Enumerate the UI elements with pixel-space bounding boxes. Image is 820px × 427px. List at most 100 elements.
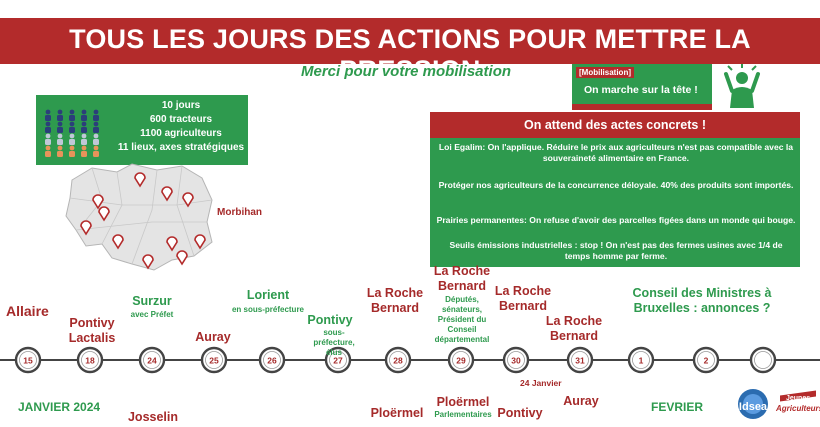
- person-body: [93, 139, 99, 145]
- idsea-logo-text: Idsea: [739, 401, 768, 413]
- mobilisation-tag: [Mobilisation]: [576, 67, 634, 78]
- logo-agriculteurs: Agriculteurs: [776, 404, 820, 413]
- event-josselin: Josselin: [127, 410, 179, 424]
- timeline-day-label: 28: [393, 356, 403, 366]
- timeline-day-label: 1: [639, 356, 644, 366]
- person-body: [69, 127, 75, 133]
- person-body: [57, 127, 63, 133]
- demand-concurrence: Protéger nos agriculteurs de la concurre…: [438, 180, 794, 190]
- person-body: [45, 151, 51, 157]
- map-pin-icon: [182, 192, 194, 208]
- person-body: [69, 139, 75, 145]
- timeline-day-label: 15: [23, 356, 33, 366]
- stat-farmers: 1100 agriculteurs: [140, 128, 222, 139]
- event-surzur-note: avec Préfet: [130, 310, 174, 319]
- event-la-roche-bernard-31: La Roche Bernard: [545, 314, 603, 343]
- demands-title: On attend des actes concrets !: [523, 118, 706, 132]
- stat-places: 11 lieux, axes stratégiques: [117, 142, 245, 153]
- timeline-day-inner: [697, 351, 715, 369]
- timeline-day-inner: [81, 351, 99, 369]
- map-pin-icon: [112, 234, 124, 250]
- person-head: [81, 109, 87, 115]
- people-icon: [45, 109, 99, 157]
- logo-jeunes: Jeunes: [786, 395, 811, 402]
- event-lorient-note: en sous-préfecture: [231, 305, 305, 314]
- person-head: [45, 109, 51, 115]
- person-body: [81, 151, 87, 157]
- timeline-day-label: 2: [704, 356, 709, 366]
- event-pontivy-24: Pontivy: [497, 406, 543, 420]
- event-conseil-ministres: Conseil des Ministres à Bruxelles : anno…: [632, 286, 772, 315]
- person-head: [81, 145, 87, 151]
- person-body: [45, 115, 51, 121]
- map-pin-icon: [194, 234, 206, 250]
- person-head: [57, 145, 63, 151]
- timeline-day-label: 27: [333, 356, 343, 366]
- page-title: TOUS LES JOURS DES ACTIONS POUR METTRE L…: [69, 24, 751, 85]
- page-subtitle: Merci pour votre mobilisation: [300, 63, 512, 80]
- morbihan-map: [65, 163, 213, 271]
- person-body: [45, 127, 51, 133]
- person-body: [57, 139, 63, 145]
- timeline-day-label: 26: [267, 356, 277, 366]
- timeline-day-inner: [632, 351, 650, 369]
- person-body: [81, 139, 87, 145]
- person-head: [45, 145, 51, 151]
- timeline-day-inner: [571, 351, 589, 369]
- person-head: [57, 121, 63, 127]
- month-february: FEVRIER: [651, 400, 704, 414]
- person-head: [69, 145, 75, 151]
- stressed-farmer-icon: [712, 64, 772, 110]
- person-head: [69, 121, 75, 127]
- timeline-day-label: 31: [575, 356, 585, 366]
- event-la-roche-bernard-29-note: Députés, sénateurs, Président du Conseil…: [434, 295, 490, 344]
- event-lorient: Lorient: [246, 288, 290, 302]
- timeline-day-inner: [452, 351, 470, 369]
- timeline-day-inner: [754, 351, 772, 369]
- person-body: [57, 151, 63, 157]
- person-head: [93, 121, 99, 127]
- map-pin-icon: [176, 250, 188, 266]
- map-pin-icon: [98, 206, 110, 222]
- person-body: [57, 115, 63, 121]
- person-body: [69, 115, 75, 121]
- idsea-logo: Idsea: [738, 389, 768, 419]
- demand-prairies: Prairies permanentes: On refuse d'avoir …: [436, 215, 796, 225]
- timeline-day-inner: [205, 351, 223, 369]
- timeline-day-label: 18: [85, 356, 95, 366]
- map-pin-icon: [80, 220, 92, 236]
- event-ploermel-note: Parlementaires: [434, 410, 492, 419]
- person-head: [81, 133, 87, 139]
- person-head: [93, 145, 99, 151]
- person-head: [45, 121, 51, 127]
- stat-tractors: 600 tracteurs: [149, 114, 213, 125]
- event-auray: Auray: [195, 330, 231, 344]
- timeline-day-inner: [143, 351, 161, 369]
- demands-header: [430, 112, 800, 138]
- timeline-day-inner: [329, 351, 347, 369]
- timeline-day-label: 25: [209, 356, 219, 366]
- jeunes-agriculteurs-logo: Jeunes Agriculteurs: [774, 390, 820, 417]
- header-banner: [0, 18, 820, 64]
- person-body: [81, 127, 87, 133]
- map-pin-icon: [134, 172, 146, 188]
- map-pin-icon: [166, 236, 178, 252]
- timeline-day-label: 24: [147, 356, 157, 366]
- map-pin-icon: [142, 254, 154, 270]
- event-allaire: Allaire: [6, 303, 49, 319]
- timeline-day-inner: [389, 351, 407, 369]
- person-body: [93, 115, 99, 121]
- person-head: [69, 133, 75, 139]
- event-auray-31: Auray: [563, 394, 599, 408]
- person-head: [57, 133, 63, 139]
- timeline-day-label: 29: [456, 356, 466, 366]
- map-label: Morbihan: [217, 207, 262, 218]
- event-la-roche-bernard-30: La Roche Bernard: [494, 284, 552, 313]
- demand-emissions: Seuils émissions industrielles : stop ! …: [449, 240, 783, 261]
- person-body: [69, 151, 75, 157]
- event-pontivy-note: sous-préfecture, élus: [313, 328, 355, 357]
- person-head: [57, 109, 63, 115]
- timeline-day-inner: [263, 351, 281, 369]
- event-la-roche-bernard-29: La Roche Bernard: [433, 264, 491, 293]
- person-head: [81, 121, 87, 127]
